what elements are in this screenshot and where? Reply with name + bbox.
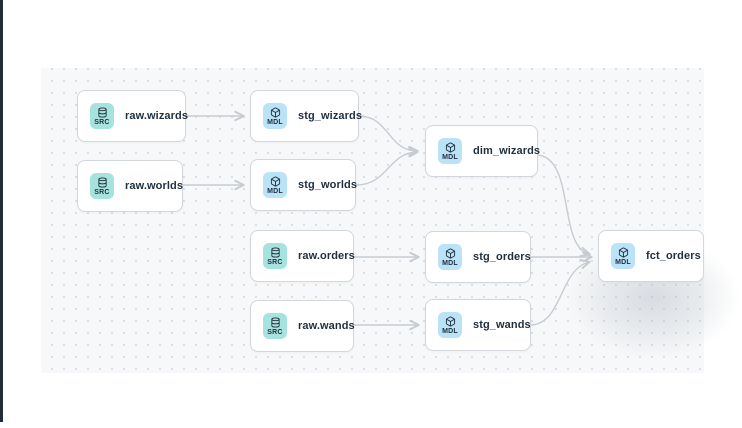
node-label: raw.wizards (125, 110, 189, 122)
badge-label: MDL (442, 327, 458, 335)
model-badge: MDL (611, 243, 635, 269)
source-badge: SRC (90, 103, 114, 129)
badge-label: MDL (267, 118, 283, 126)
cube-icon (445, 247, 456, 259)
node-label: raw.worlds (125, 180, 184, 192)
source-badge: SRC (90, 173, 114, 199)
badge-label: SRC (267, 258, 283, 266)
database-icon (270, 316, 281, 328)
cube-icon (445, 141, 456, 153)
node-stg-worlds[interactable]: MDL stg_worlds (250, 159, 358, 211)
node-dim-wizards[interactable]: MDL dim_wizards (425, 125, 541, 177)
badge-label: SRC (94, 118, 110, 126)
node-label: stg_wands (473, 319, 531, 331)
node-stg-wizards[interactable]: MDL stg_wizards (250, 90, 363, 142)
model-badge: MDL (438, 138, 462, 164)
node-raw-worlds[interactable]: SRC raw.worlds (77, 160, 183, 212)
node-label: dim_wizards (473, 145, 541, 157)
database-icon (270, 246, 281, 258)
badge-label: MDL (615, 258, 631, 266)
badge-label: SRC (94, 188, 110, 196)
badge-label: SRC (267, 328, 283, 336)
badge-label: MDL (442, 153, 458, 161)
node-label: raw.wands (298, 320, 355, 332)
model-badge: MDL (263, 172, 287, 198)
cube-icon (618, 246, 629, 258)
node-label: stg_orders (473, 251, 531, 263)
model-badge: MDL (263, 103, 287, 129)
window-edge-bar (0, 0, 3, 422)
node-label: stg_wizards (298, 110, 363, 122)
database-icon (97, 106, 108, 118)
model-badge: MDL (438, 312, 462, 338)
node-raw-wizards[interactable]: SRC raw.wizards (77, 90, 189, 142)
node-raw-orders[interactable]: SRC raw.orders (250, 230, 355, 282)
node-label: fct_orders (646, 250, 701, 262)
cube-icon (445, 315, 456, 327)
node-label: raw.orders (298, 250, 355, 262)
badge-label: MDL (442, 259, 458, 267)
source-badge: SRC (263, 313, 287, 339)
node-stg-orders[interactable]: MDL stg_orders (425, 231, 531, 283)
node-stg-wands[interactable]: MDL stg_wands (425, 299, 531, 351)
model-badge: MDL (438, 244, 462, 270)
node-label: stg_worlds (298, 179, 358, 191)
cube-icon (270, 175, 281, 187)
database-icon (97, 176, 108, 188)
source-badge: SRC (263, 243, 287, 269)
cube-icon (270, 106, 281, 118)
node-raw-wands[interactable]: SRC raw.wands (250, 300, 355, 352)
badge-label: MDL (267, 187, 283, 195)
node-fct-orders[interactable]: MDL fct_orders (598, 230, 704, 282)
